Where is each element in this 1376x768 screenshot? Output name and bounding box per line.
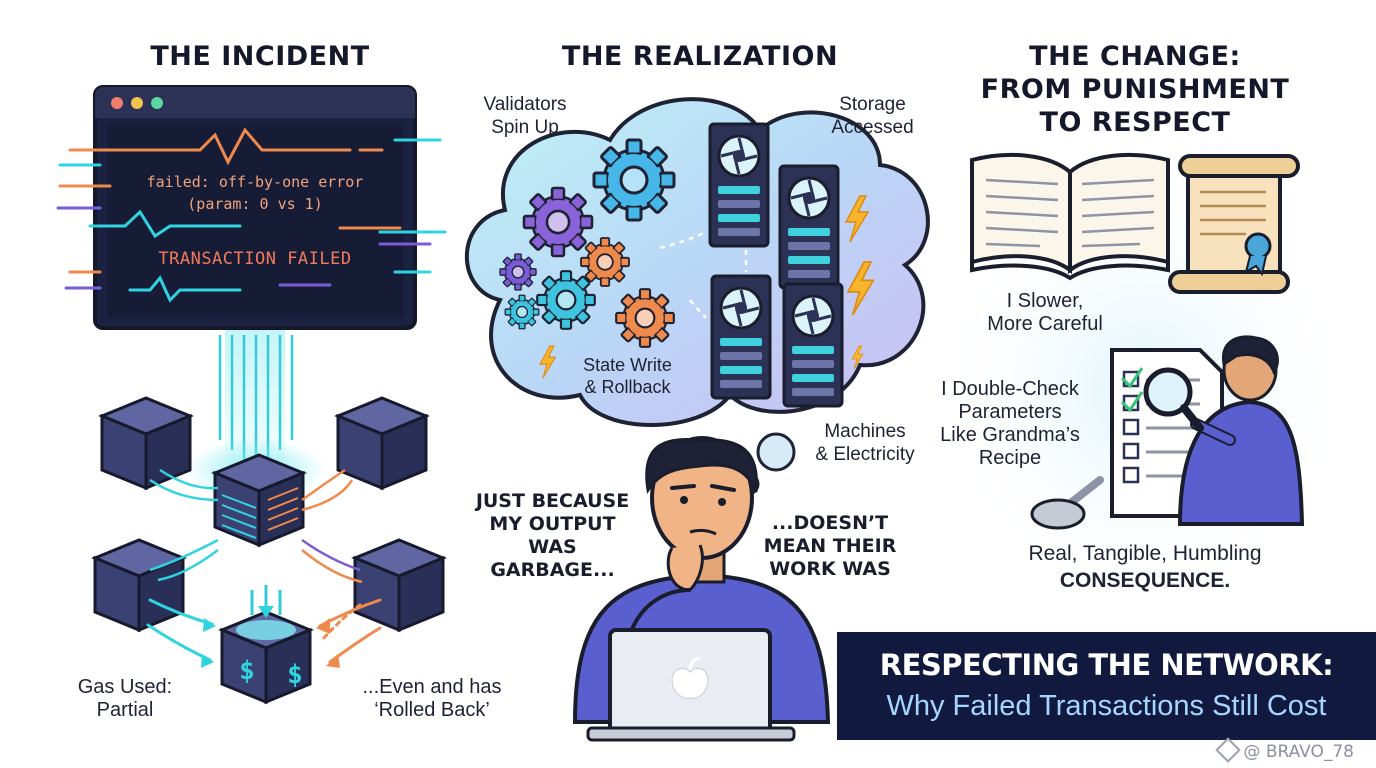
validators-label: Validators Spin Up [465,93,585,139]
gear-icon [592,138,676,222]
servers-group [659,122,844,408]
change-title-line-2: FROM PUNISHMENT [980,74,1290,105]
storage-line-1: Storage [839,94,906,115]
watermark-diamond-icon [1215,737,1242,763]
seal-icon [1244,232,1272,260]
gas-used-line-2: Partial [96,699,154,721]
blockchain-cube [100,396,192,490]
quote-right-line-1: ...DOESN’T [771,512,889,534]
person-inspecting [1177,335,1305,526]
banner-title: RESPECTING THE NETWORK: [879,648,1334,682]
validators-line-1: Validators [483,94,567,115]
state-write-line-1: State Write [583,355,672,375]
state-write-line-2: & Rollback [584,377,671,397]
scroll-icon [1168,154,1300,294]
blockchain-network [93,396,445,704]
rollback-label: ...Even and has ‘Rolled Back’ [332,676,532,722]
section-title-realization: THE REALIZATION [561,41,839,72]
slower-label: I Slower, More Careful [965,290,1125,336]
machines-line-2: & Electricity [815,444,915,465]
ladle-icon [1030,476,1104,530]
terminal-window [93,85,417,330]
gear-icon [522,186,594,258]
consequence-label: Real, Tangible, Humbling CONSEQUENCE. [1000,540,1290,594]
server-icon [778,164,840,290]
rollback-line-1: ...Even and has [362,676,502,698]
watermark-text: @ BRAVO_78 [1243,742,1354,762]
open-book-icon [970,152,1170,281]
server-icon [708,122,770,248]
gas-used-line-1: Gas Used: [77,676,173,698]
slower-line-2: More Careful [987,313,1103,335]
quote-left-line-1: JUST BECAUSE [475,490,630,512]
magnifier-icon [1143,367,1204,432]
machines-line-1: Machines [824,421,906,442]
blockchain-cube-center [213,453,305,547]
validators-line-2: Spin Up [491,117,559,138]
consequence-line-1: Real, Tangible, Humbling [1028,542,1262,565]
blockchain-cube [93,538,185,632]
money-glyph-right: $ [287,660,303,690]
thought-bubble-dot [756,432,796,472]
title-banner: RESPECTING THE NETWORK: Why Failed Trans… [837,632,1376,740]
change-title-line-3: TO RESPECT [1039,107,1231,138]
window-max-dot [151,97,163,109]
gear-icon [615,288,675,348]
window-min-dot [131,97,143,109]
double-check-line-4: Recipe [978,447,1042,469]
gear-icon [580,237,630,287]
state-write-label: State Write & Rollback [570,354,685,398]
machines-label: Machines & Electricity [800,420,930,466]
banner-subtitle: Why Failed Transactions Still Cost [886,690,1327,722]
terminal-line-2: (param: 0 vs 1) [187,195,323,213]
section-title-change: THE CHANGE: FROM PUNISHMENT TO RESPECT [960,40,1310,139]
change-title-line-1: THE CHANGE: [1029,41,1241,72]
slower-line-1: I Slower, [1006,290,1084,312]
server-icon [710,274,772,400]
rollback-line-2: ‘Rolled Back’ [374,699,490,721]
gear-icon [499,253,537,291]
gear-icon [504,294,540,330]
laptop-icon [586,628,796,742]
terminal-waveforms [56,127,447,303]
quote-left-line-3: GARBAGE... [490,559,615,581]
quote-right-line-2: MEAN THEIR [763,535,897,557]
watermark: @ BRAVO_78 [1215,737,1354,763]
terminal-line-1: failed: off-by-one error [146,173,364,191]
double-check-line-3: Like Grandma’s [940,424,1080,446]
terminal-status: TRANSACTION FAILED [158,249,352,269]
apple-logo-icon [671,656,709,699]
double-check-label: I Double-Check Parameters Like Grandma’s… [935,378,1085,470]
quote-right-line-3: WORK WAS [769,558,891,580]
person-hair [645,438,758,495]
double-check-line-1: I Double-Check [941,378,1079,400]
double-check-line-2: Parameters [958,401,1062,423]
blockchain-cube [353,538,445,632]
money-glyph-left: $ [239,656,255,686]
storage-line-2: Accessed [831,117,914,138]
blockchain-cube [336,396,428,490]
quote-left-line-2: MY OUTPUT WAS [489,513,616,558]
quote-left: JUST BECAUSE MY OUTPUT WAS GARBAGE... [465,490,640,582]
window-close-dot [111,97,123,109]
gas-used-label: Gas Used: Partial [70,676,180,722]
section-title-incident: THE INCIDENT [150,41,370,72]
gear-icon [536,270,596,330]
consequence-line-2: CONSEQUENCE. [1059,569,1231,592]
storage-label: Storage Accessed [820,93,925,139]
server-icon [782,282,844,408]
quote-right: ...DOESN’T MEAN THEIR WORK WAS [760,512,900,581]
